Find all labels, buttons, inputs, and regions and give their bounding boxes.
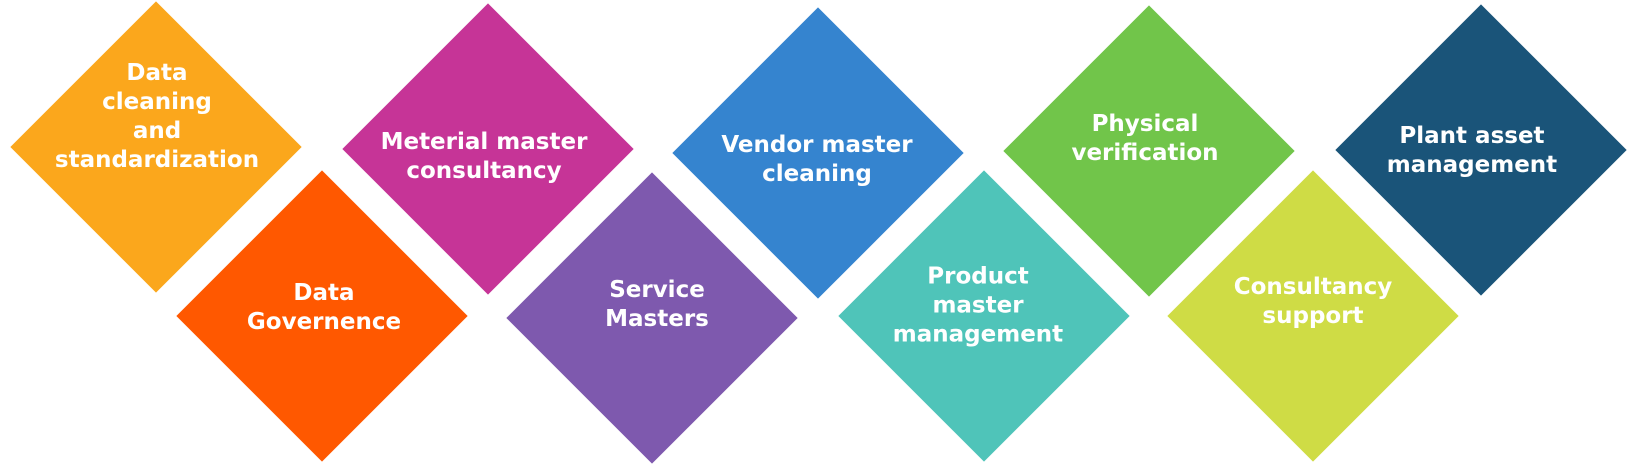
label-vendor-master: Vendor master cleaning: [721, 132, 913, 187]
label-data-governence: Data Governence: [246, 280, 402, 335]
label-product-master: Product master management: [892, 263, 1064, 348]
label-material-master: Meterial master consultancy: [380, 129, 588, 184]
label-consultancy-support: Consultancy support: [1233, 274, 1393, 329]
label-plant-asset: Plant asset management: [1386, 123, 1558, 178]
label-physical-verification: Physical verification: [1071, 111, 1219, 166]
label-data-cleaning: Data cleaning and standardization: [54, 60, 260, 173]
label-service-masters: Service Masters: [605, 277, 709, 332]
